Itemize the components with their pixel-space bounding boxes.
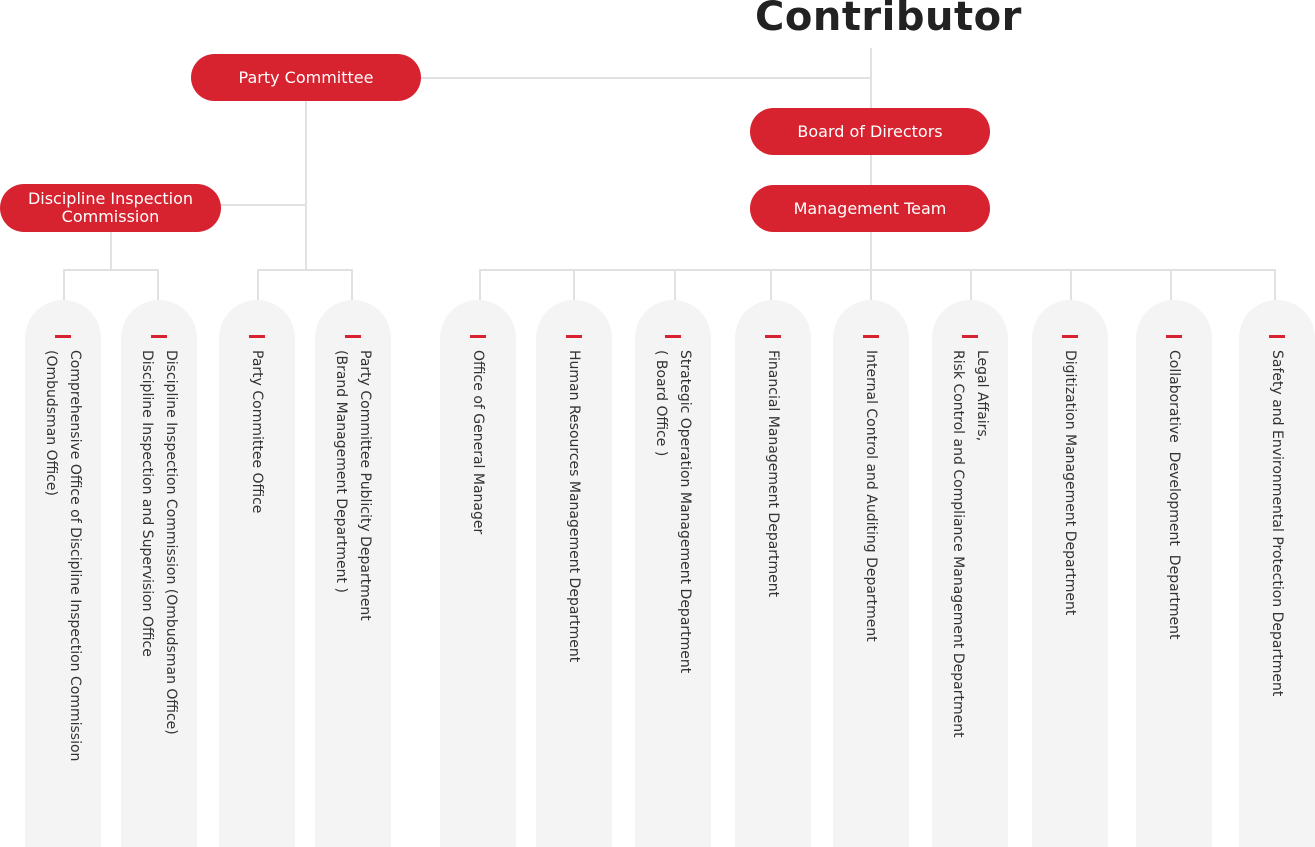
accent-mark: [863, 335, 879, 338]
connector-line: [63, 269, 159, 271]
connector-line: [305, 100, 307, 270]
department-label: Legal Affairs, Risk Control and Complian…: [950, 350, 990, 738]
connector-line: [1070, 269, 1072, 300]
department-label: Office of General Manager: [470, 350, 486, 535]
department-column: Human Resources Management Department: [536, 300, 612, 847]
connector-line: [674, 269, 676, 300]
connector-line: [420, 77, 872, 79]
department-label: Comprehensive Office of Discipline Inspe…: [43, 350, 83, 762]
node-board-of-directors: Board of Directors: [750, 108, 990, 155]
node-discipline-inspection-commission: Discipline Inspection Commission: [0, 184, 221, 232]
connector-line: [351, 269, 353, 300]
accent-mark: [151, 335, 167, 338]
department-column: Legal Affairs, Risk Control and Complian…: [932, 300, 1008, 847]
department-label: Financial Management Department: [765, 350, 781, 598]
connector-line: [220, 204, 306, 206]
department-column: Party Committee Office: [219, 300, 295, 847]
accent-mark: [765, 335, 781, 338]
department-column: Party Committee Publicity Department (Br…: [315, 300, 391, 847]
department-label: Human Resources Management Department: [566, 350, 582, 663]
department-column: Internal Control and Auditing Department: [833, 300, 909, 847]
department-column: Comprehensive Office of Discipline Inspe…: [25, 300, 101, 847]
accent-mark: [566, 335, 582, 338]
accent-mark: [1269, 335, 1285, 338]
department-column: Safety and Environmental Protection Depa…: [1239, 300, 1315, 847]
accent-mark: [55, 335, 71, 338]
department-label: Internal Control and Auditing Department: [863, 350, 879, 642]
department-column: Collaborative Development Department: [1136, 300, 1212, 847]
connector-line: [63, 269, 65, 300]
department-column: Strategic Operation Management Departmen…: [635, 300, 711, 847]
department-label: Strategic Operation Management Departmen…: [653, 350, 693, 674]
connector-line: [157, 269, 159, 300]
connector-line: [110, 232, 112, 270]
department-column: Digitization Management Department: [1032, 300, 1108, 847]
accent-mark: [1062, 335, 1078, 338]
department-label: Digitization Management Department: [1062, 350, 1078, 616]
connector-line: [1274, 269, 1276, 300]
department-column: Discipline Inspection Commission (Ombuds…: [121, 300, 197, 847]
connector-line: [970, 269, 972, 300]
department-label: Party Committee Publicity Department (Br…: [333, 350, 373, 621]
department-label: Party Committee Office: [249, 350, 265, 514]
department-column: Financial Management Department: [735, 300, 811, 847]
connector-line: [257, 269, 353, 271]
connector-line: [257, 269, 259, 300]
node-party-committee: Party Committee: [191, 54, 421, 101]
accent-mark: [249, 335, 265, 338]
connector-line: [573, 269, 575, 300]
node-management-team: Management Team: [750, 185, 990, 232]
accent-mark: [1166, 335, 1182, 338]
accent-mark: [345, 335, 361, 338]
department-column: Office of General Manager: [440, 300, 516, 847]
accent-mark: [470, 335, 486, 338]
accent-mark: [962, 335, 978, 338]
department-label: Collaborative Development Department: [1166, 350, 1182, 640]
connector-line: [770, 269, 772, 300]
department-label: Discipline Inspection Commission (Ombuds…: [139, 350, 179, 735]
connector-line: [1170, 269, 1172, 300]
department-label: Safety and Environmental Protection Depa…: [1269, 350, 1285, 697]
connector-line: [479, 269, 1276, 271]
connector-line: [870, 48, 872, 300]
chart-title: Contributor: [755, 0, 1022, 40]
connector-line: [479, 269, 481, 300]
accent-mark: [665, 335, 681, 338]
